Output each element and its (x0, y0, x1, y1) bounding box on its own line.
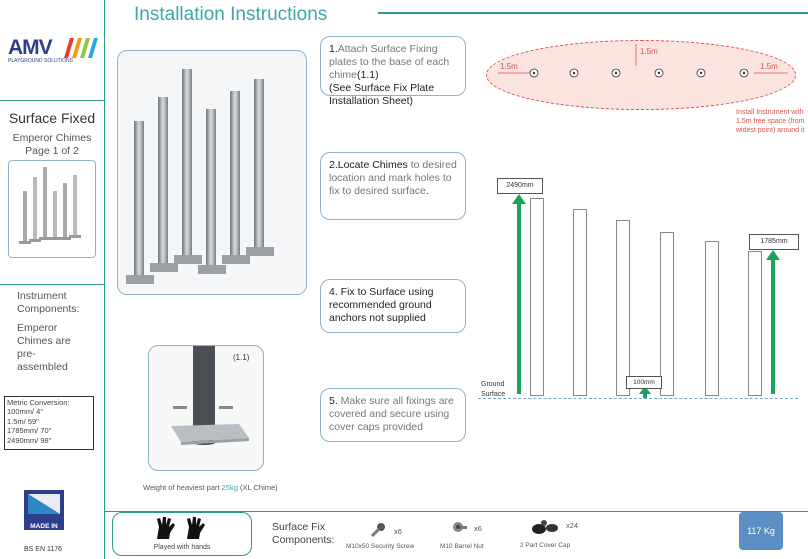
fix-components-heading: Surface Fix Components: (272, 521, 335, 546)
step-4-card: 4. Fix to Surface using recommended grou… (320, 279, 466, 333)
page-title: Installation Instructions (134, 4, 328, 25)
step-2-card: 2.Locate Chimes to desired location and … (320, 152, 466, 220)
barrel-nut-qty: x6 (474, 524, 482, 533)
chime-elevation-6 (748, 251, 762, 396)
components-heading: Instrument Components: (17, 290, 80, 315)
product-thumbnail (8, 160, 96, 258)
sidebar-rule-2 (0, 284, 104, 285)
space-left-label: 1.5m (500, 62, 518, 71)
step-5-text: Make sure all fixings are covered and se… (329, 395, 454, 433)
space-top-label: 1.5m (640, 47, 658, 56)
header-rule (378, 12, 808, 14)
chime-elevation-1 (530, 198, 544, 396)
step-1-ref: (1.1) (357, 69, 379, 81)
weight-suffix: (XL Chime) (237, 483, 278, 492)
step-2-text: to desired location and mark holes to fi… (329, 159, 457, 197)
free-space-markers (498, 44, 788, 78)
arrow-up-icon (512, 194, 526, 204)
page-number: Page 1 of 2 (25, 145, 79, 157)
depth-bar (643, 390, 647, 398)
step-2-end: . (425, 185, 429, 197)
made-in-text: MADE IN BRITAIN (30, 523, 58, 537)
chime-elevation-5 (705, 241, 719, 396)
barrel-nut-icon (453, 522, 467, 532)
weight-note: Weight of heaviest part 25kg (XL Chime) (143, 483, 278, 492)
product-name: Emperor Chimes (12, 132, 92, 144)
total-weight-badge: 117 Kg (739, 512, 783, 550)
cover-cap-name: 2 Part Cover Cap (520, 542, 571, 549)
step-1-number: 1. (329, 43, 338, 55)
sidebar-divider (104, 0, 105, 559)
metric-row: 1785mm/ 70" (7, 426, 52, 436)
tall-height-bar (517, 202, 521, 394)
height-tall-label: 2490mm (497, 178, 543, 194)
step-1-card: 1.Attach Surface Fixing plates to the ba… (320, 36, 466, 107)
short-height-bar (771, 258, 775, 394)
sidebar-rule-1 (0, 100, 104, 101)
product-photo (117, 50, 307, 295)
screw-name: M10x50 Security Screw (346, 543, 415, 550)
metric-title: Metric Conversion: (7, 398, 70, 407)
step-2-heading: 2.Locate Chimes (329, 159, 408, 171)
screw-qty: x6 (394, 527, 402, 536)
played-with-label: Played with hands (153, 544, 211, 551)
chime-elevation-3 (616, 220, 630, 396)
metric-row: 2490mm/ 98" (7, 435, 52, 445)
logo-text: AMV (8, 36, 53, 59)
ground-label: Ground Surface (481, 381, 506, 398)
metric-row: 100mm/ 4" (7, 407, 44, 417)
footer-rule (104, 511, 808, 512)
chime-elevation-2 (573, 209, 587, 396)
ground-line (478, 398, 798, 399)
detail-photo (148, 345, 264, 471)
detail-label: (1.1) (233, 353, 250, 362)
metric-row: 1.5m/ 59" (7, 416, 39, 426)
step-5-card: 5. Make sure all fixings are covered and… (320, 388, 466, 442)
step-4-text: 4. Fix to Surface using recommended grou… (329, 286, 434, 324)
security-screw-icon (370, 523, 385, 538)
components-text: Emperor Chimes are pre-assembled (17, 322, 71, 373)
arrow-up-icon (766, 250, 780, 260)
step-5-number: 5. (329, 395, 338, 407)
weight-value: 25kg (221, 483, 238, 492)
height-short-label: 1785mm (749, 234, 799, 250)
space-note: Install Instrument with 1.5m free space … (736, 109, 805, 134)
weight-prefix: Weight of heaviest part (143, 483, 222, 492)
made-in-britain-logo: MADE IN BRITAIN (24, 490, 64, 537)
product-type: Surface Fixed (8, 110, 96, 126)
arrow-up-icon (639, 386, 651, 394)
space-right-label: 1.5m (760, 62, 778, 71)
cover-cap-qty: x24 (566, 521, 579, 530)
hands-icon (157, 517, 205, 539)
depth-label: 100mm (626, 376, 662, 389)
standard-text: BS EN 1176 (24, 546, 63, 553)
cover-cap-icon (532, 520, 558, 534)
step-1-text: Attach Surface Fixing plates to the base… (329, 43, 450, 81)
barrel-nut-name: M10 Barrel Nut (440, 543, 484, 550)
logo-stripes-icon (64, 38, 98, 58)
played-with-hands-box: Played with hands (112, 512, 252, 556)
chime-elevation-4 (660, 232, 674, 396)
metric-conversion-box: Metric Conversion: 100mm/ 4" 1.5m/ 59" 1… (4, 396, 94, 450)
brand-logo: AMV PLAYGROUND SOLUTIONS (6, 36, 98, 68)
logo-sub: PLAYGROUND SOLUTIONS (8, 58, 73, 64)
step-1-note: (See Surface Fix Plate Installation Shee… (329, 82, 435, 107)
